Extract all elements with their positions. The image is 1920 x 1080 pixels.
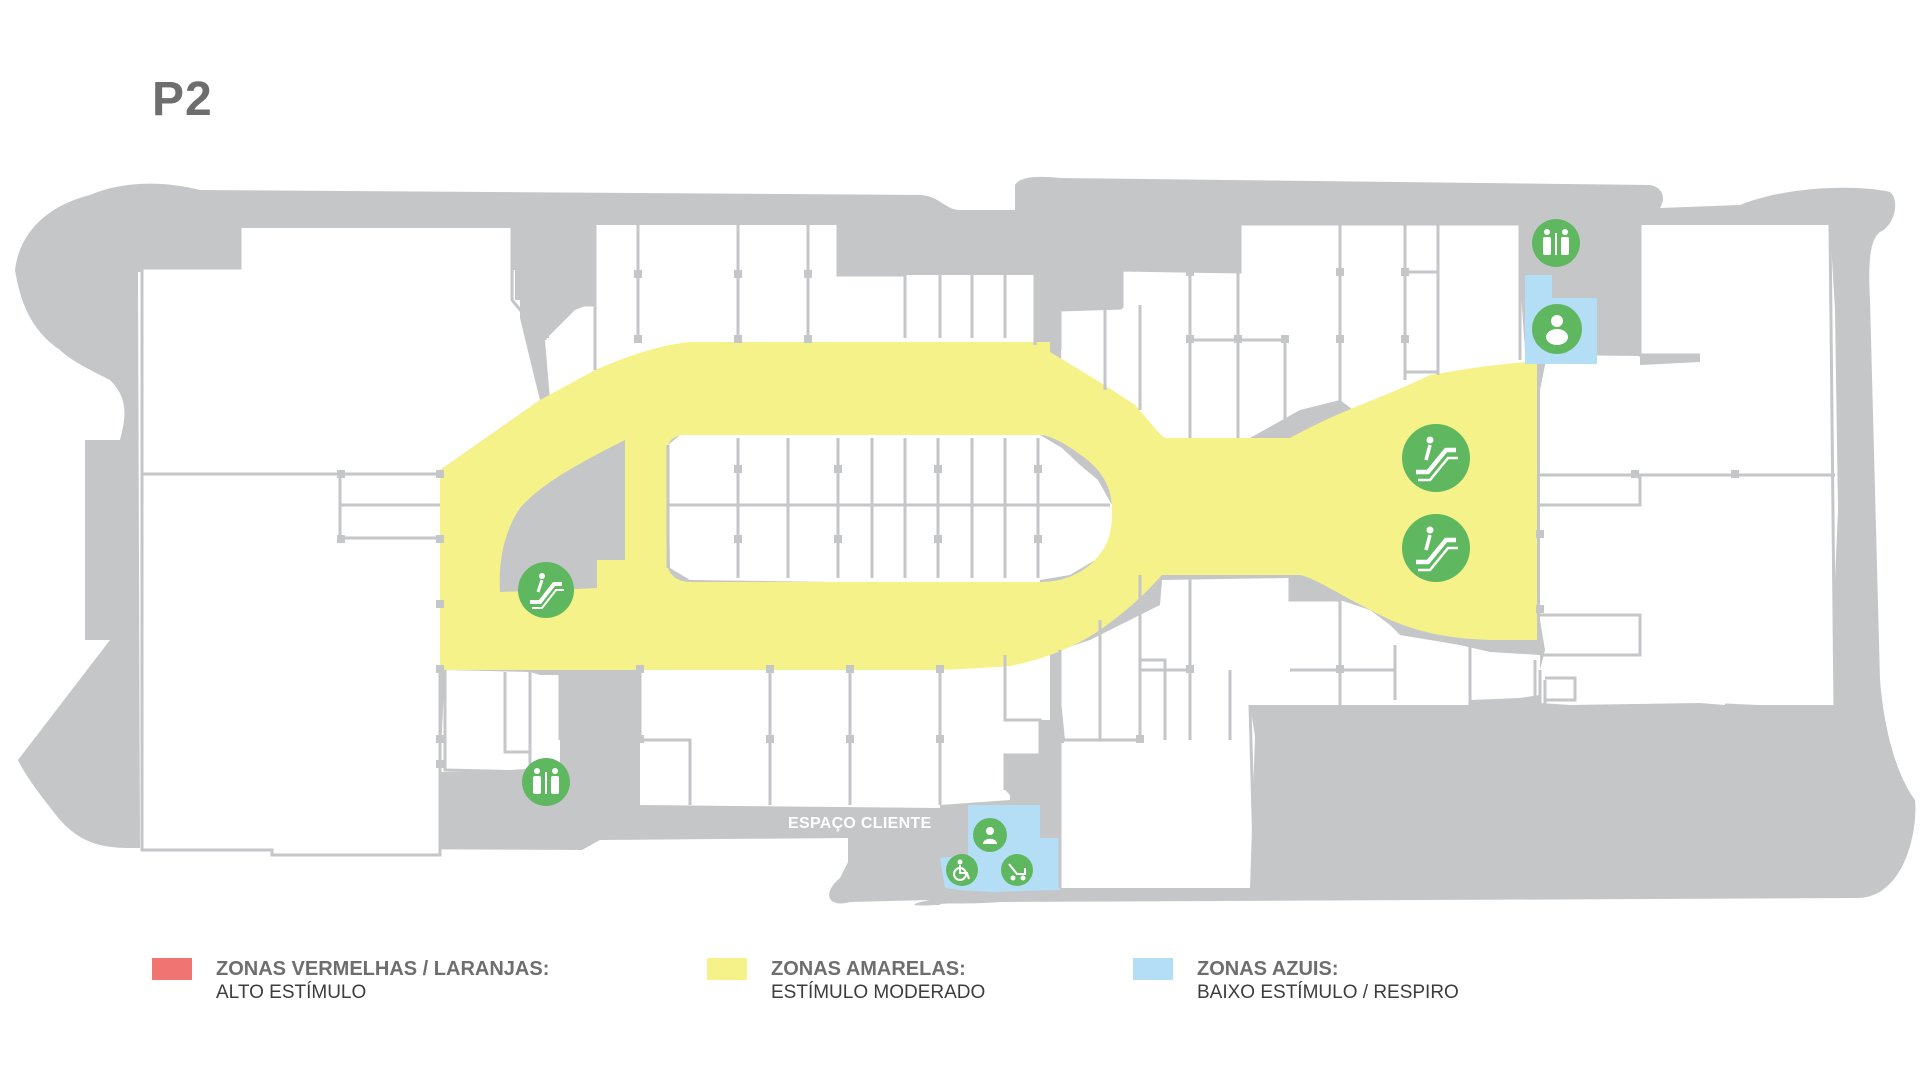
wall-junctions [337,268,1739,768]
store-row-south-east [1060,578,1540,888]
legend-item-yellow: ZONAS AMARELAS: ESTÍMULO MODERADO [707,956,985,1004]
legend-title: ZONAS AZUIS: [1197,958,1339,980]
customer-space-label: ESPAÇO CLIENTE [788,815,932,832]
legend-subtitle: ESTÍMULO MODERADO [771,982,986,1003]
escalator-icon [1402,514,1470,582]
wheelchair-icon [946,854,978,886]
store-row-south-west [440,670,560,772]
legend-title: ZONAS AMARELAS: [771,958,966,980]
legend-swatch-blue [1133,958,1173,980]
escalator-icon [518,562,574,618]
person-icon [973,818,1007,852]
anchor-store-east [1540,225,1838,705]
legend-item-red: ZONAS VERMELHAS / LARANJAS: ALTO ESTÍMUL… [152,956,549,1004]
store-row-south-central [640,650,1050,808]
legend-subtitle: ALTO ESTÍMULO [216,982,367,1003]
store-walls [140,218,1837,891]
escalator-icon [1402,424,1470,492]
legend-subtitle: BAIXO ESTÍMULO / RESPIRO [1197,982,1459,1003]
legend-item-blue: ZONAS AZUIS: BAIXO ESTÍMULO / RESPIRO [1133,956,1459,1004]
yellow-zone-corridor [440,342,1537,670]
baby-changing-icon [1532,304,1582,354]
stroller-icon [1001,854,1033,886]
floor-title: P2 [152,73,213,126]
central-island [668,435,1112,585]
legend-swatch-yellow [707,958,747,980]
legend-swatch-red [152,958,192,980]
escalator-well-west [499,440,625,592]
restroom-icon [1532,219,1580,267]
legend-title: ZONAS VERMELHAS / LARANJAS: [216,958,550,980]
restroom-icon [522,758,570,806]
